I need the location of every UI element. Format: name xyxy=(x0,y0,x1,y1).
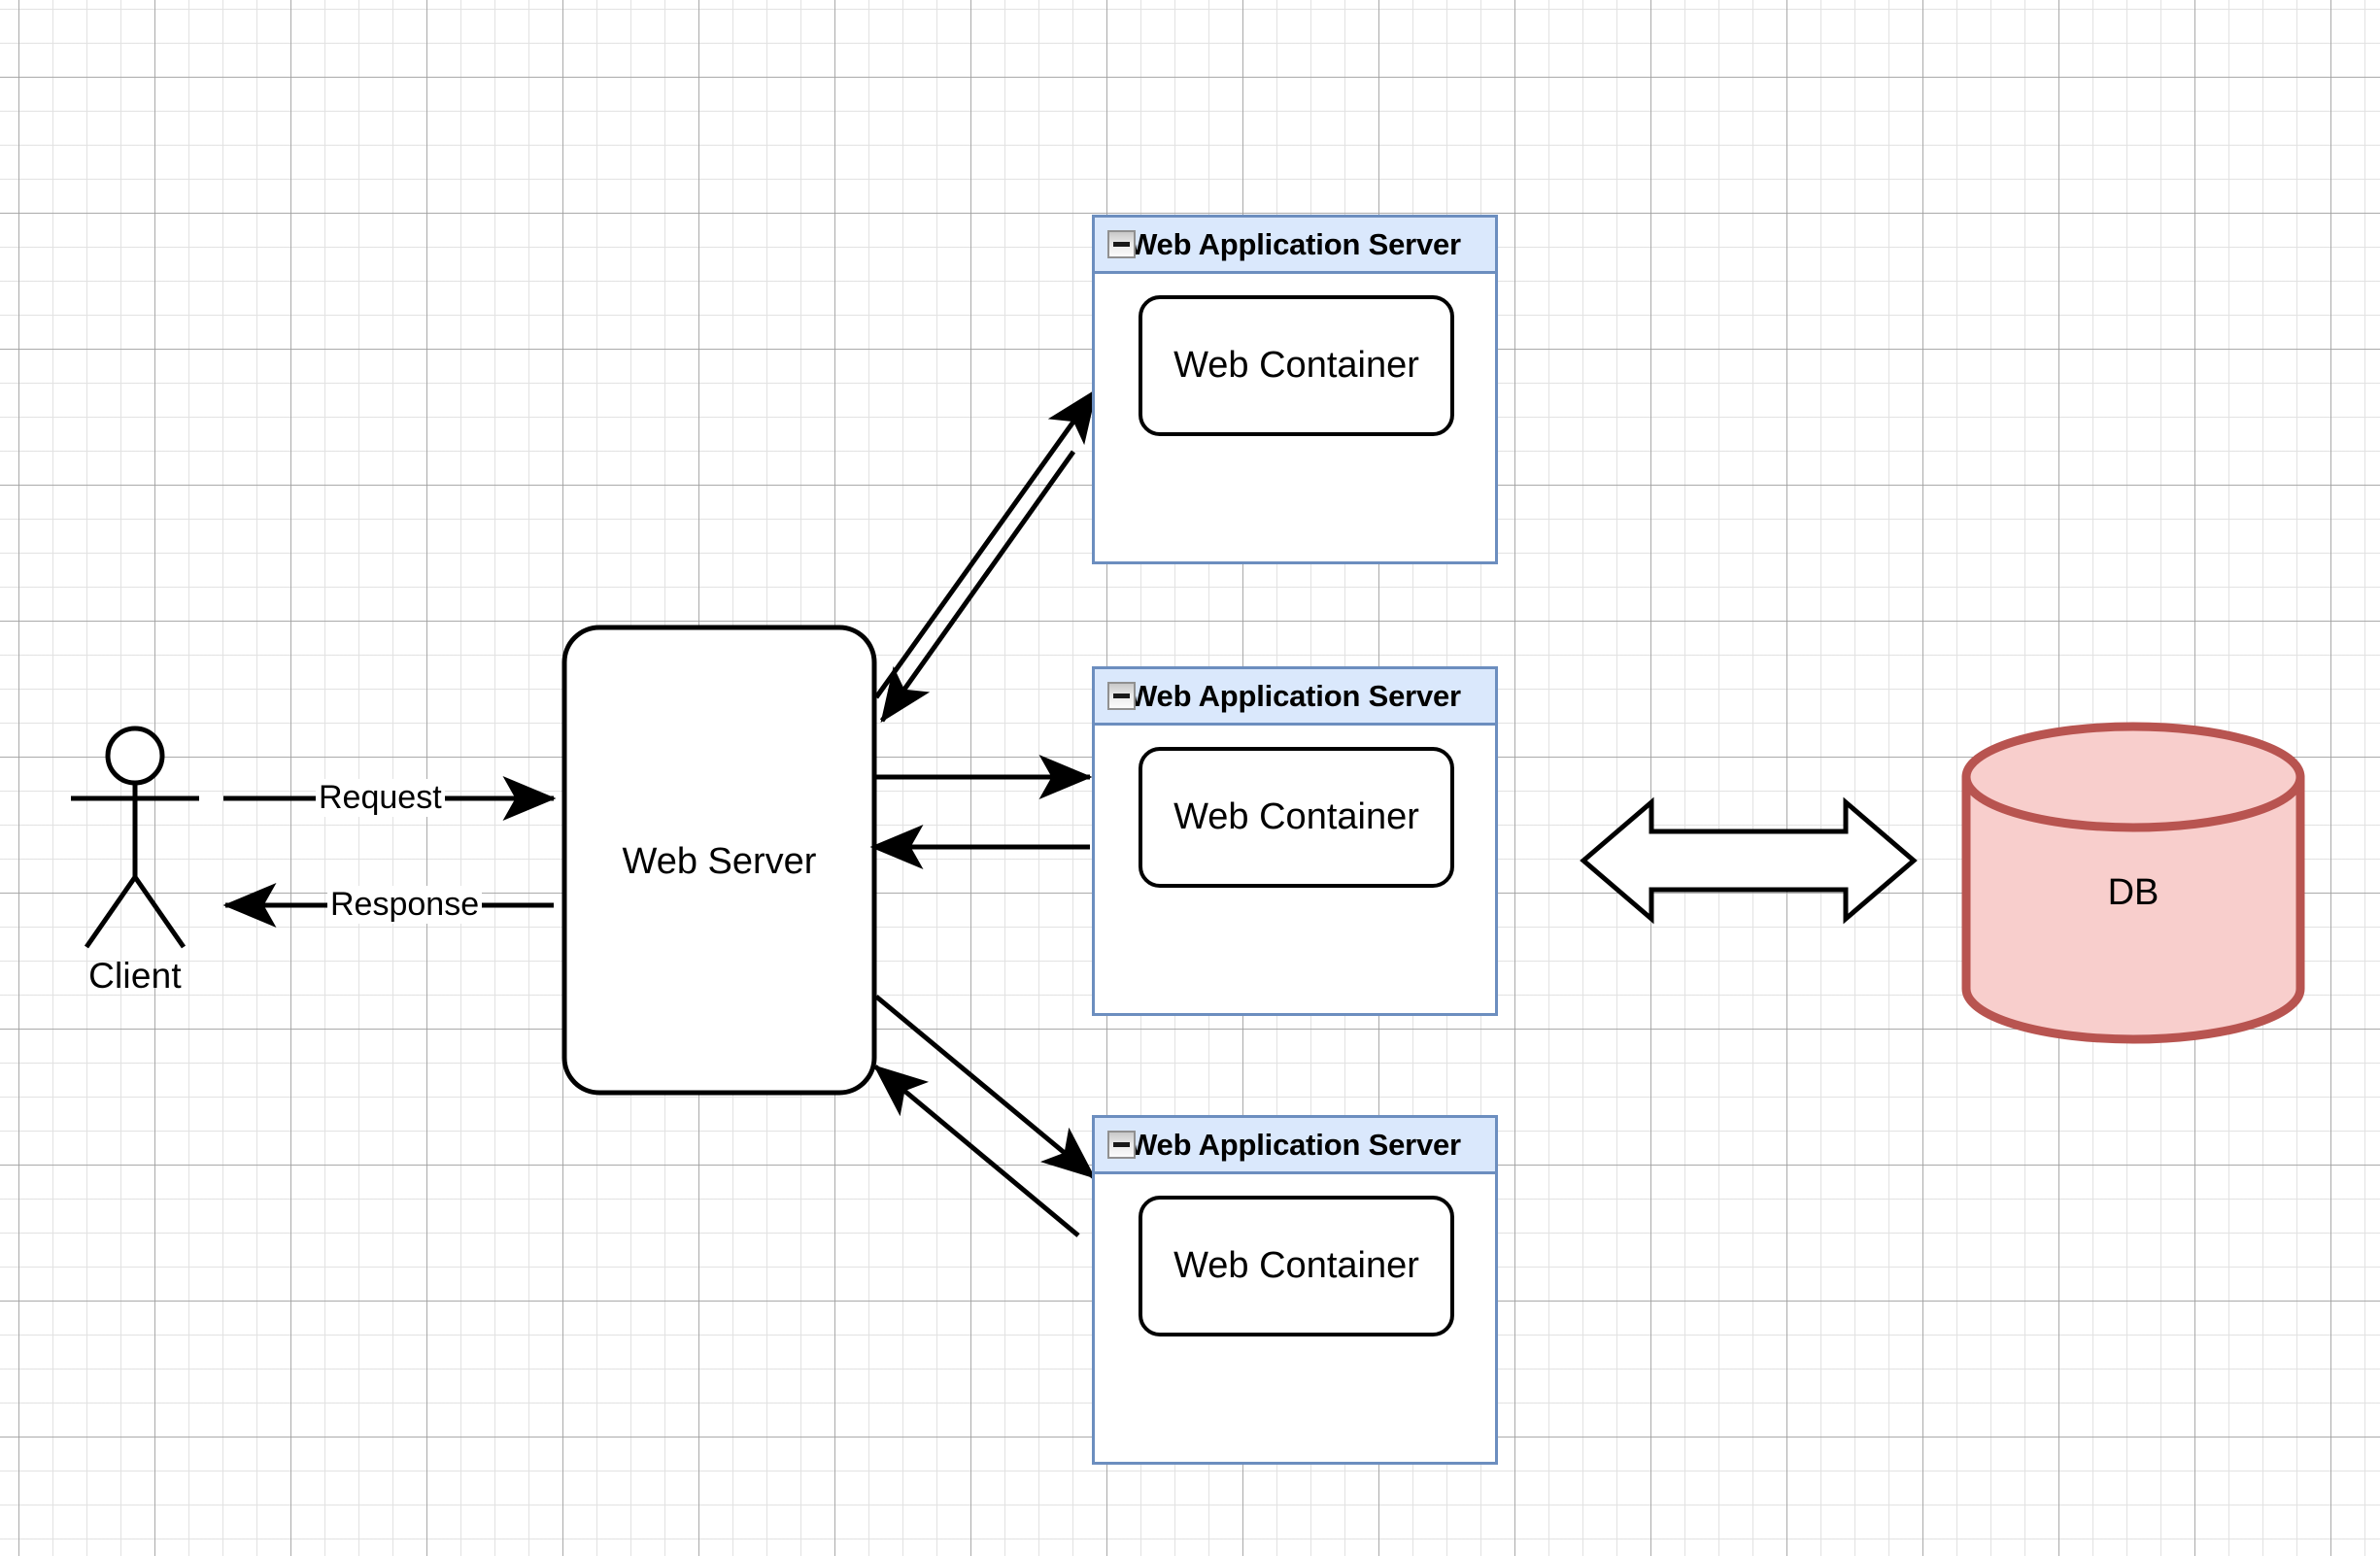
edge-app3-to-ws xyxy=(873,1065,1080,1237)
edge-label-response: Response xyxy=(327,886,483,924)
app-server-1-body: Web Container xyxy=(1095,274,1495,561)
collapse-minus-icon[interactable] xyxy=(1107,230,1136,258)
app-server-2-body: Web Container xyxy=(1095,726,1495,1013)
app-server-3-title: Web Application Server xyxy=(1129,1127,1461,1162)
collapse-minus-bar xyxy=(1113,1142,1130,1147)
app-server-1-header[interactable]: Web Application Server xyxy=(1095,218,1495,274)
edge-ws-to-app1 xyxy=(873,388,1099,699)
app-server-3-body: Web Container xyxy=(1095,1174,1495,1462)
edge-app1-to-ws xyxy=(879,450,1076,724)
web-container-2[interactable]: Web Container xyxy=(1139,747,1454,888)
collapse-minus-bar xyxy=(1113,242,1130,247)
collapse-minus-icon[interactable] xyxy=(1107,682,1136,710)
web-container-3[interactable]: Web Container xyxy=(1139,1196,1454,1336)
app-server-2-header[interactable]: Web Application Server xyxy=(1095,669,1495,726)
edge-label-request: Request xyxy=(316,779,445,817)
app-server-1-title: Web Application Server xyxy=(1129,226,1461,261)
db-cylinder-shape[interactable] xyxy=(1961,722,2305,1044)
db-link-double-arrow-icon xyxy=(1580,796,1918,925)
edge-ws-to-app3 xyxy=(874,995,1096,1179)
web-container-1[interactable]: Web Container xyxy=(1139,295,1454,436)
app-server-3-header[interactable]: Web Application Server xyxy=(1095,1118,1495,1174)
collapse-minus-bar xyxy=(1113,693,1130,698)
app-server-2-title: Web Application Server xyxy=(1129,678,1461,713)
actor-client-icon xyxy=(71,726,199,949)
collapse-minus-icon[interactable] xyxy=(1107,1131,1136,1159)
app-server-container-2[interactable]: Web Application Server Web Container xyxy=(1092,666,1498,1016)
app-server-container-1[interactable]: Web Application Server Web Container xyxy=(1092,215,1498,564)
web-server-shape[interactable] xyxy=(561,625,877,1096)
app-server-container-3[interactable]: Web Application Server Web Container xyxy=(1092,1115,1498,1465)
